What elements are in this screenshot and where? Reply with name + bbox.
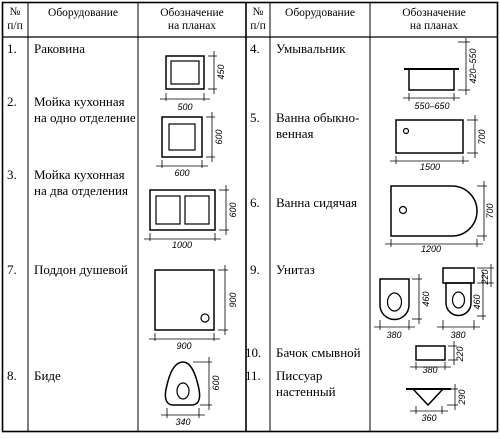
dimension-label: 900 [228, 292, 238, 307]
row-name: Писсуар [276, 368, 322, 383]
dimension-label: 600 [174, 168, 189, 178]
sink-symbol [160, 51, 217, 101]
row-name: Ванна сидячая [276, 195, 357, 210]
dimension-label: 700 [477, 129, 487, 144]
header-num-line2-right: п/п [250, 20, 266, 32]
right-row-labels: 4. Умывальник 5. Ванна обыкно- венная 6.… [245, 41, 361, 399]
kitchen-sink-single-symbol [156, 112, 215, 168]
row-number: 8. [7, 368, 17, 383]
row-number: 7. [7, 262, 17, 277]
sitting-bathtub-symbol [385, 181, 487, 247]
kitchen-sink-double-symbol [144, 185, 229, 241]
dimension-label: 1000 [172, 240, 192, 250]
row-name: Мойка кухонная [34, 94, 125, 109]
left-row-labels: 1. Раковина 2. Мойка кухонная на одно от… [7, 41, 136, 383]
row-name: Мойка кухонная [34, 167, 125, 182]
bidet-symbol [161, 357, 212, 418]
dimension-label: 290 [457, 389, 467, 405]
dimension-label: 1200 [421, 244, 441, 254]
dimension-label: 460 [421, 291, 431, 306]
row-name: Раковина [34, 41, 85, 56]
dimension-label: 380 [386, 330, 401, 340]
dimension-label: 700 [485, 203, 495, 218]
row-name: Бачок смывной [276, 345, 361, 360]
dimension-label: 600 [228, 202, 238, 217]
dimension-label: 220 [480, 269, 490, 285]
row-name: Биде [34, 368, 61, 383]
flush-tank-symbol [410, 341, 457, 370]
shower-tray-symbol [149, 265, 228, 341]
row-number: 2. [7, 94, 17, 109]
row-name: Ванна обыкно- [276, 110, 359, 125]
dimension-label: 1500 [420, 162, 440, 172]
row-name: Умывальник [276, 41, 346, 56]
dimension-label: 550–650 [414, 101, 449, 111]
row-number: 11. [245, 368, 261, 383]
dimension-label: 360 [421, 413, 436, 423]
row-number: 9. [250, 262, 260, 277]
header-num-line2: п/п [7, 20, 23, 32]
header-designation-line2: на планах [168, 20, 216, 32]
row-number: 3. [7, 167, 17, 182]
row-name: Поддон душевой [34, 262, 128, 277]
row-number: 1. [7, 41, 17, 56]
dimension-label: 500 [177, 102, 192, 112]
header-num-line1-right: № [253, 6, 264, 18]
dimension-label: 420–550 [468, 48, 478, 83]
dimension-label: 600 [214, 129, 224, 144]
dimension-label: 380 [450, 330, 465, 340]
dimension-label: 380 [422, 365, 437, 375]
row-number: 10. [245, 345, 261, 360]
row-number: 6. [250, 195, 260, 210]
dimension-label: 460 [472, 294, 482, 309]
wall-urinal-symbol [406, 384, 458, 414]
dimension-label: 900 [176, 341, 191, 351]
washbasin-symbol [403, 38, 470, 101]
header-designation-line1: Обозначение [160, 7, 224, 19]
row-name: венная [276, 126, 314, 141]
row-number: 4. [250, 41, 260, 56]
row-name: Унитаз [276, 262, 315, 277]
row-name: на одно отделение [34, 110, 136, 125]
table-header: № п/п Оборудование Обозначение на планах… [7, 6, 466, 32]
header-num-line1: № [10, 6, 21, 18]
header-designation-line2-right: на планах [410, 20, 458, 32]
header-equipment: Оборудование [48, 7, 118, 19]
toilet-symbol-with-tank [437, 264, 494, 330]
header-designation-line1-right: Обозначение [402, 7, 466, 19]
row-name: на два отделения [34, 183, 128, 198]
row-name: настенный [276, 384, 336, 399]
dimension-label: 340 [175, 417, 190, 427]
header-equipment-right: Оборудование [285, 7, 355, 19]
toilet-symbol-side [374, 274, 422, 330]
bathtub-symbol [390, 115, 478, 164]
dimension-label: 600 [211, 375, 221, 390]
dimension-label: 220 [455, 346, 465, 362]
row-number: 5. [250, 110, 260, 125]
dimension-label: 450 [216, 64, 226, 79]
